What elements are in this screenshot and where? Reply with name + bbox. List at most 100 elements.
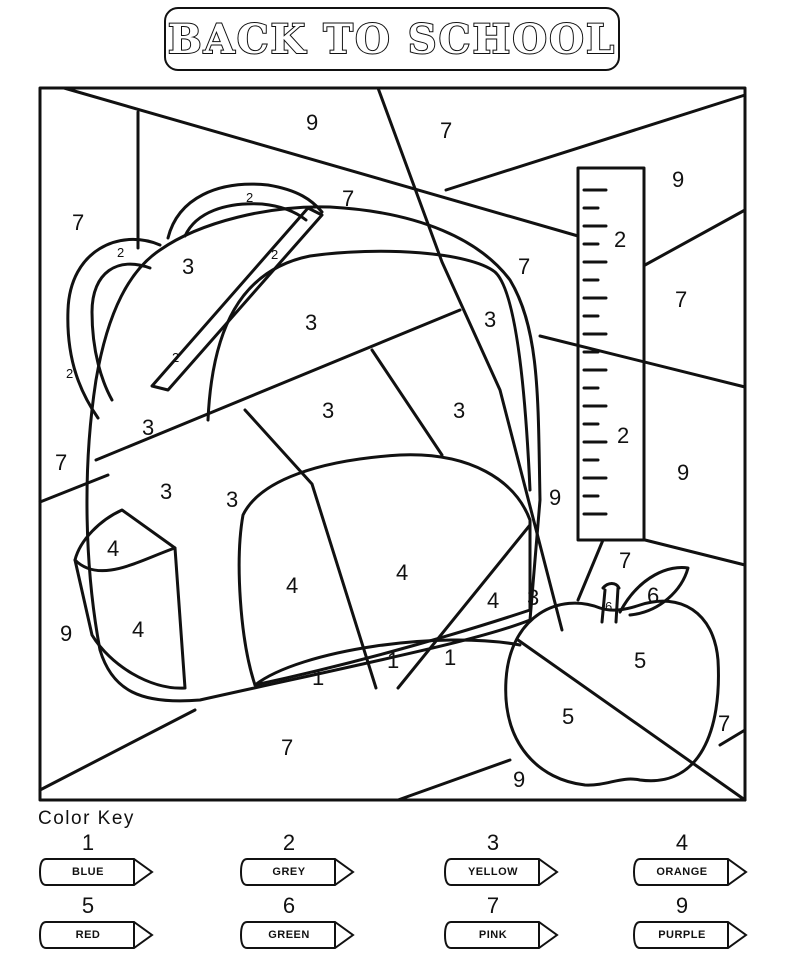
key-number: 7 bbox=[486, 893, 500, 918]
title-banner: BACK TO SCHOOL bbox=[164, 7, 620, 71]
region-number: 9 bbox=[677, 460, 689, 485]
bg-line bbox=[62, 86, 580, 238]
region-number: 7 bbox=[518, 254, 530, 279]
backpack-top-handle bbox=[166, 182, 324, 240]
key-number: 4 bbox=[675, 830, 689, 855]
backpack-seam bbox=[94, 308, 462, 462]
region-number: 7 bbox=[281, 735, 293, 760]
crayon-label: YELLOW bbox=[467, 866, 519, 878]
key-item-9: 9 PURPLE bbox=[632, 895, 748, 950]
ruler bbox=[576, 166, 646, 542]
bg-line bbox=[38, 473, 110, 504]
pocket-strip bbox=[253, 638, 522, 687]
region-number: 7 bbox=[718, 711, 730, 736]
region-number: 7 bbox=[619, 548, 631, 573]
region-number: 9 bbox=[549, 485, 561, 510]
crayon-icon bbox=[632, 858, 748, 886]
region-number: 3 bbox=[226, 487, 238, 512]
region-number: 3 bbox=[142, 415, 154, 440]
region-number: 3 bbox=[453, 398, 465, 423]
crayon-icon bbox=[443, 858, 559, 886]
apple-line bbox=[516, 638, 747, 802]
crayon: YELLOW bbox=[443, 857, 559, 887]
crayon-label: PINK bbox=[478, 929, 508, 941]
region-number: 2 bbox=[172, 350, 179, 365]
backpack-zipper bbox=[150, 206, 324, 392]
region-number: 9 bbox=[513, 767, 525, 792]
crayon: GREEN bbox=[239, 920, 355, 950]
bg-line bbox=[396, 758, 512, 802]
crayon-label: RED bbox=[75, 929, 101, 941]
region-number: 3 bbox=[527, 585, 539, 610]
backpack-seam bbox=[370, 348, 444, 457]
key-number: 6 bbox=[282, 893, 296, 918]
region-number: 7 bbox=[342, 186, 354, 211]
side-pocket-line bbox=[73, 546, 177, 573]
region-number: 4 bbox=[487, 588, 499, 613]
region-number: 7 bbox=[675, 287, 687, 312]
crayon-icon bbox=[239, 858, 355, 886]
backpack-pocket bbox=[237, 453, 532, 687]
key-number: 2 bbox=[282, 830, 296, 855]
backpack-top-handle-inner bbox=[183, 202, 308, 238]
region-number: 3 bbox=[484, 307, 496, 332]
key-number: 5 bbox=[81, 893, 95, 918]
key-number: 1 bbox=[81, 830, 95, 855]
region-number: 9 bbox=[672, 167, 684, 192]
crayon-label: GREEN bbox=[268, 929, 310, 941]
region-number: 3 bbox=[305, 310, 317, 335]
backpack-handle-inner bbox=[90, 262, 152, 402]
region-number: 4 bbox=[396, 560, 408, 585]
bg-line bbox=[643, 538, 747, 567]
key-item-6: 6 GREEN bbox=[239, 895, 355, 950]
crayon-label: BLUE bbox=[72, 866, 104, 878]
region-number: 2 bbox=[246, 190, 253, 205]
key-item-7: 7 PINK bbox=[443, 895, 559, 950]
region-number: 2 bbox=[66, 366, 73, 381]
crayon-label: GREY bbox=[272, 866, 306, 878]
region-number: 7 bbox=[72, 210, 84, 235]
bg-line bbox=[643, 208, 747, 267]
ruler-ticks bbox=[582, 188, 608, 516]
region-number: 2 bbox=[271, 247, 278, 262]
key-item-5: 5 RED bbox=[38, 895, 154, 950]
crayon-icon bbox=[632, 921, 748, 949]
region-number: 3 bbox=[160, 479, 172, 504]
region-number: 4 bbox=[286, 573, 298, 598]
region-number: 3 bbox=[322, 398, 334, 423]
crayon: RED bbox=[38, 920, 154, 950]
region-number: 2 bbox=[117, 245, 124, 260]
backpack-handle bbox=[66, 237, 162, 420]
backpack-seam bbox=[243, 408, 378, 690]
backpack-front-panel bbox=[206, 249, 532, 492]
page-title: BACK TO SCHOOL bbox=[167, 15, 617, 64]
region-number: 2 bbox=[614, 227, 626, 252]
region-number: 9 bbox=[306, 110, 318, 135]
apple-leaf bbox=[618, 566, 690, 617]
crayon-icon bbox=[38, 921, 154, 949]
key-item-3: 3 YELLOW bbox=[443, 832, 559, 887]
picture-frame bbox=[38, 86, 747, 802]
region-number: 1 bbox=[387, 648, 399, 673]
backpack-body bbox=[85, 205, 542, 703]
key-item-1: 1 BLUE bbox=[38, 832, 154, 887]
key-item-4: 4 ORANGE bbox=[632, 832, 748, 887]
apple-line-2 bbox=[718, 728, 747, 747]
region-number: 2 bbox=[617, 423, 629, 448]
crayon: BLUE bbox=[38, 857, 154, 887]
region-number: 6 bbox=[647, 583, 659, 608]
region-number: 5 bbox=[562, 704, 574, 729]
region-number: 7 bbox=[55, 450, 67, 475]
color-key-title: Color Key bbox=[38, 808, 135, 829]
crayon-icon bbox=[239, 921, 355, 949]
region-number: 6 bbox=[605, 599, 612, 614]
key-item-2: 2 GREY bbox=[239, 832, 355, 887]
bg-line bbox=[38, 708, 197, 792]
key-number: 3 bbox=[486, 830, 500, 855]
crayon: PINK bbox=[443, 920, 559, 950]
region-number: 4 bbox=[107, 536, 119, 561]
crayon: ORANGE bbox=[632, 857, 748, 887]
crayon-label: PURPLE bbox=[658, 929, 706, 941]
crayon: GREY bbox=[239, 857, 355, 887]
